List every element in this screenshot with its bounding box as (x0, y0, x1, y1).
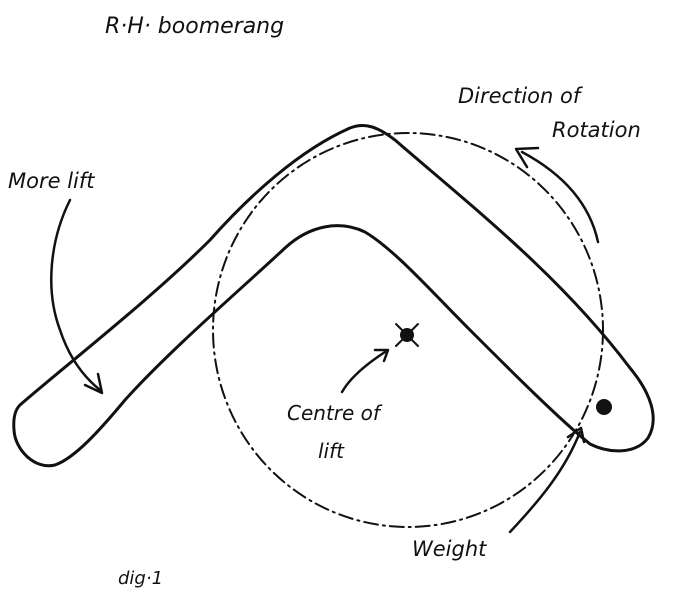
label-centre-line1: Centre of (287, 401, 383, 425)
more-lift-arrowhead-icon (83, 372, 104, 395)
label-weight: Weight (412, 537, 487, 561)
centre-of-lift-arrowhead-icon (373, 348, 390, 363)
more-lift-arrow (50, 198, 102, 392)
rotation-arrowhead-icon (514, 146, 540, 169)
label-more-lift: More lift (8, 169, 95, 193)
weight-arrowhead-icon (566, 426, 586, 444)
centre-of-lift-cross-icon (395, 323, 419, 347)
figure-caption: dig·1 (118, 568, 163, 589)
label-centre-line2: lift (318, 439, 345, 463)
weight-arrow (508, 430, 582, 534)
diagram-title: R·H· boomerang (105, 14, 284, 39)
rotation-circle (212, 132, 604, 528)
centre-of-lift-arrow (340, 350, 387, 394)
label-direction-line2: Rotation (552, 118, 641, 142)
rotation-arrow-arc (520, 150, 600, 244)
label-direction-line1: Direction of (458, 84, 584, 108)
weight-dot (596, 399, 612, 415)
